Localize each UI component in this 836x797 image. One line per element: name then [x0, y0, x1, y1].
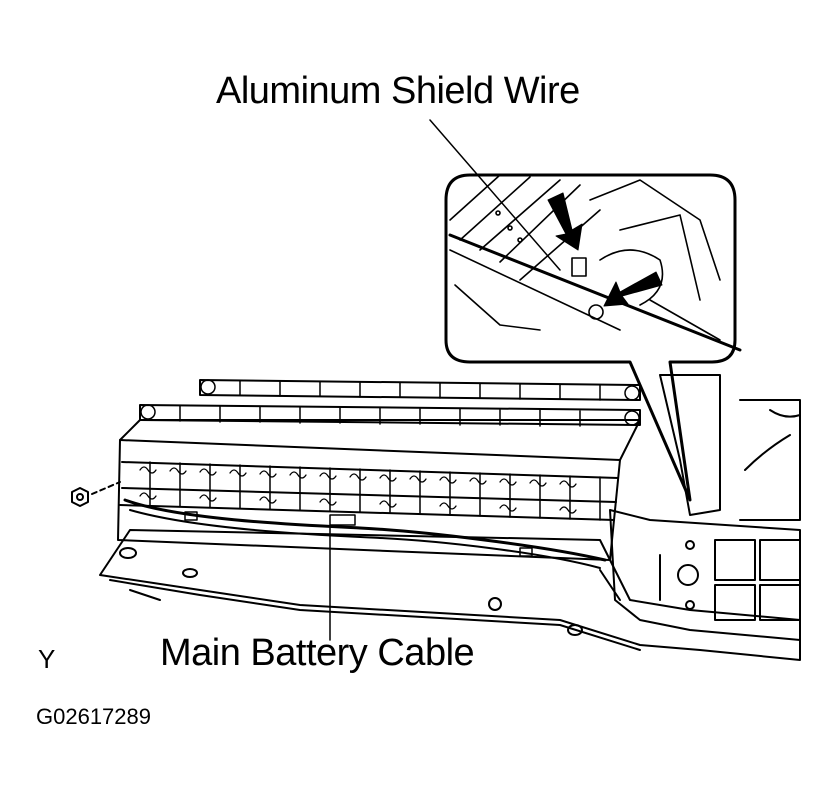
main-battery-cable-drawing	[123, 498, 607, 569]
nut-fastener	[71, 481, 121, 507]
right-frame	[609, 374, 801, 641]
label-aluminum-shield-wire: Aluminum Shield Wire	[216, 70, 580, 112]
cooling-ducts	[139, 379, 641, 427]
view-letter: Y	[38, 644, 56, 674]
arrow-indicator-upper	[547, 192, 583, 251]
arrow-indicator-lower	[603, 271, 663, 307]
label-main-battery-cable: Main Battery Cable	[160, 632, 475, 674]
detail-callout	[444, 173, 742, 502]
battery-tray	[99, 529, 801, 661]
leader-line-shield-wire	[429, 119, 561, 271]
figure-code: G02617289	[36, 704, 151, 729]
